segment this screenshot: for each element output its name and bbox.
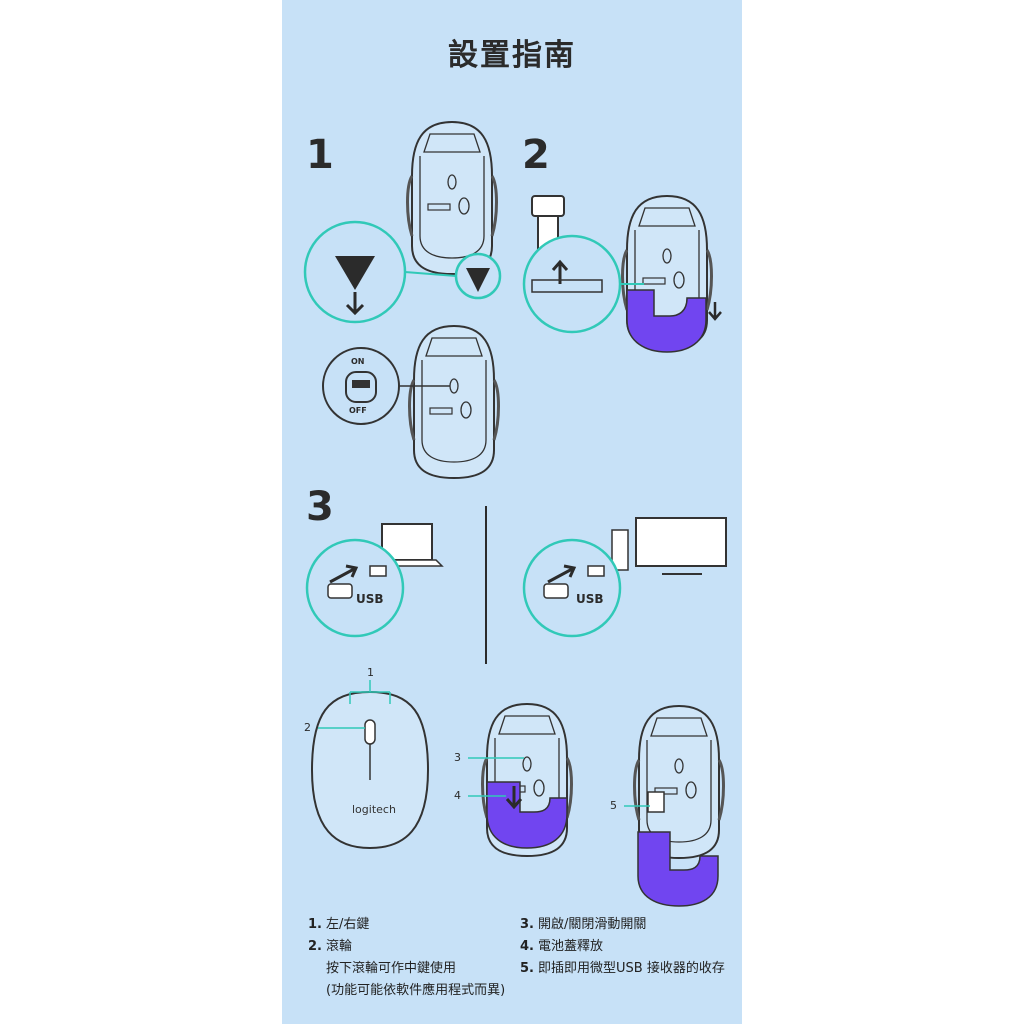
callout-1: 1	[367, 666, 374, 679]
nano-receiver-icon	[531, 195, 565, 217]
monitor-icon	[635, 517, 727, 567]
pull-tab-icon	[335, 256, 375, 290]
scroll-wheel-icon	[364, 719, 376, 745]
legend-item-1: 1.左/右鍵	[308, 917, 370, 932]
usb-label-desktop: USB	[576, 592, 604, 606]
guide-panel: 設置指南 1 2 3	[282, 0, 742, 1024]
battery-cover	[637, 831, 719, 907]
arrow-down-icon	[345, 292, 365, 316]
switch-off-label: OFF	[349, 406, 367, 415]
legend-left: 1.左/右鍵 2.滾輪 按下滾輪可作中鍵使用 (功能可能依軟件應用程式而異)	[308, 914, 505, 1002]
usb-receiver-icon	[543, 583, 569, 599]
arrow-down-icon	[708, 302, 722, 321]
legend-note-2: (功能可能依軟件應用程式而異)	[326, 983, 506, 998]
usb-port-icon	[587, 565, 605, 577]
usb-port-icon	[369, 565, 387, 577]
illustrations	[303, 120, 727, 907]
legend-note-1: 按下滾輪可作中鍵使用	[326, 961, 457, 976]
callout-4: 4	[454, 789, 461, 802]
power-switch-icon	[345, 371, 377, 403]
step-2-number: 2	[522, 132, 550, 178]
step-3-number: 3	[306, 484, 334, 530]
arrow-insert-icon	[547, 564, 577, 584]
desktop-tower-icon	[611, 529, 629, 571]
legend-item-3: 3.開啟/關閉滑動開關	[520, 917, 647, 932]
receiver-storage-icon	[647, 791, 665, 813]
mouse-bottom-step1	[406, 120, 498, 276]
callout-3: 3	[454, 751, 461, 764]
arrow-insert-icon	[329, 564, 359, 584]
mouse-bottom-switch	[408, 324, 500, 480]
usb-receiver-icon	[327, 583, 353, 599]
legend-item-4: 4.電池蓋釋放	[520, 939, 604, 954]
arrow-down-icon	[505, 786, 523, 810]
step-1-number: 1	[306, 132, 334, 178]
battery-cover	[626, 289, 707, 353]
legend-item-2: 2.滾輪	[308, 939, 353, 954]
callout-2: 2	[304, 721, 311, 734]
usb-label-laptop: USB	[356, 592, 384, 606]
pull-tab-small-icon	[466, 268, 490, 292]
page-title: 設置指南	[448, 38, 576, 73]
battery-cover	[486, 781, 568, 849]
callout-5: 5	[610, 799, 617, 812]
legend-right: 3.開啟/關閉滑動開關 4.電池蓋釋放 5.即插即用微型USB 接收器的收存	[520, 914, 725, 980]
zoom-circle-laptop-usb	[305, 538, 405, 638]
legend-item-5: 5.即插即用微型USB 接收器的收存	[520, 961, 725, 976]
switch-on-label: ON	[351, 357, 365, 366]
mouse-logo: logitech	[352, 803, 396, 816]
zoom-circle-desktop-usb	[522, 538, 622, 638]
zoom-circle-receiver	[522, 234, 622, 334]
